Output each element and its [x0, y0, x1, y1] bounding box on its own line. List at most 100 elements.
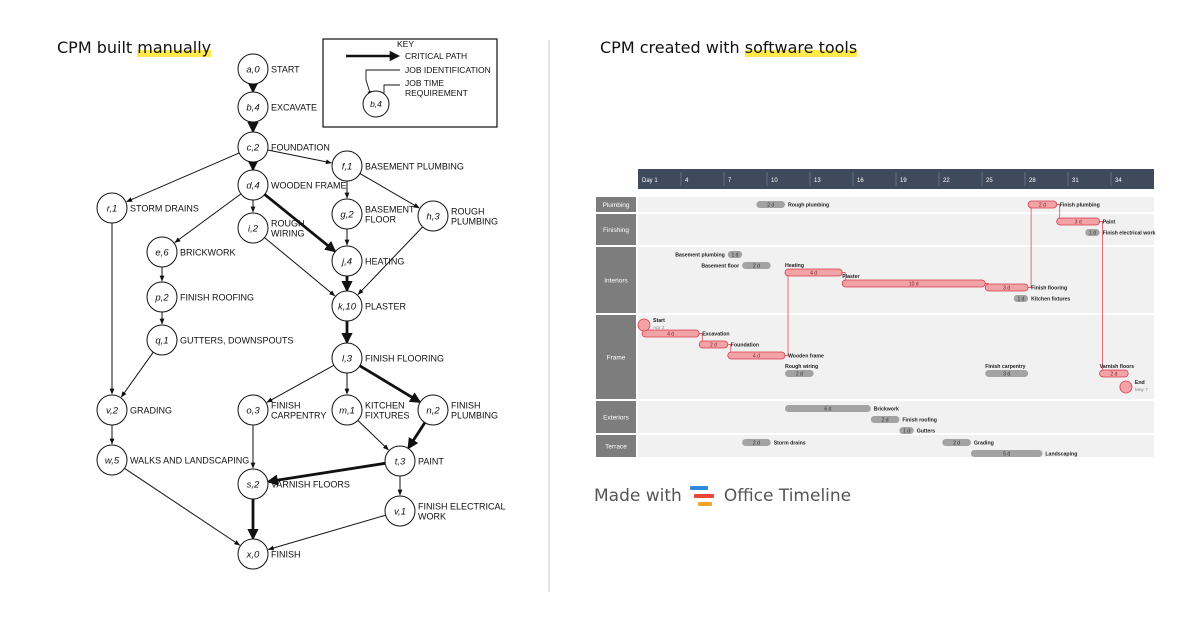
gantt-day-tick: 25: [986, 178, 993, 184]
node-circle: [146, 324, 178, 356]
gantt-day-tick: 16: [857, 178, 864, 184]
gantt-task-bar[interactable]: [985, 370, 1029, 377]
gantt-task-bar[interactable]: [970, 450, 1043, 457]
node-activity-label: FIXTURES: [365, 411, 410, 421]
gantt-critical-bar[interactable]: [1056, 217, 1101, 226]
gantt-task-bar[interactable]: [870, 416, 900, 423]
gantt-task-bar[interactable]: [756, 201, 785, 208]
gantt-task-name: Landscaping: [1045, 452, 1077, 458]
node-circle: [237, 169, 269, 201]
node-activity-label: KITCHEN: [365, 401, 405, 411]
gantt-task-name: Finish flooring: [1031, 286, 1067, 292]
gantt-critical-bar[interactable]: [784, 268, 843, 277]
gantt-task-name: Storm drains: [774, 441, 806, 447]
made-with-credit: Made with Office Timeline: [594, 486, 851, 506]
node-activity-label: STORM DRAINS: [130, 204, 199, 214]
gantt-task[interactable]: 6 d Brickwork: [785, 405, 899, 413]
gantt-critical-bar[interactable]: [1027, 200, 1058, 209]
gantt-lane-bg: [638, 315, 1154, 399]
node-activity-label: BASEMENT PLUMBING: [365, 162, 464, 172]
node-circle: [96, 444, 128, 476]
node-circle: [417, 394, 449, 426]
milestone-marker[interactable]: [1119, 380, 1133, 394]
gantt-day-tick: 10: [771, 178, 778, 184]
node-circle: [384, 445, 416, 477]
gantt-task-bar[interactable]: [785, 370, 814, 377]
node-activity-label: HEATING: [365, 257, 404, 267]
key-sample-node: b,4: [370, 99, 382, 109]
gantt-critical-bar[interactable]: [698, 340, 729, 349]
key-job-identification: JOB IDENTIFICATION: [405, 65, 491, 75]
gantt-task[interactable]: 5 d Landscaping: [970, 450, 1078, 458]
gantt-critical-bar[interactable]: [727, 351, 786, 360]
gantt-task-duration: 2 d: [796, 372, 803, 378]
gantt-task-bar[interactable]: [1085, 229, 1100, 236]
gantt-task-bar[interactable]: [899, 427, 914, 434]
gantt-critical-bar[interactable]: [1099, 369, 1129, 378]
gantt-task-bar[interactable]: [742, 439, 771, 446]
node-circle: [96, 192, 128, 224]
divider: [548, 40, 550, 592]
node-id-label: o,3: [246, 406, 260, 417]
gantt-task-bar[interactable]: [727, 251, 743, 258]
key-job-time-2: REQUIREMENT: [405, 88, 468, 98]
gantt-task-duration: 3 d: [1003, 372, 1010, 378]
key-critical-path: CRITICAL PATH: [405, 51, 467, 61]
gantt-task-bar[interactable]: [942, 439, 971, 446]
gantt-task-duration: 5 d: [1003, 452, 1010, 458]
node-activity-label: WORK: [418, 512, 446, 522]
gantt-critical-bar[interactable]: [641, 329, 700, 338]
gantt-task-name: Basement plumbing: [675, 253, 725, 259]
edge-d4-j4-critical: [263, 193, 337, 253]
gantt-task-bar[interactable]: [785, 405, 871, 412]
edge-d4-e6: [174, 193, 242, 243]
gantt-task-duration: 1 d: [1017, 297, 1024, 303]
gantt-lane-label-bg: [596, 315, 636, 399]
gantt-day-tick: 4: [685, 178, 689, 184]
gantt-lane-label: Terrace: [605, 444, 627, 451]
gantt-task-bar[interactable]: [742, 262, 771, 269]
gantt-task-duration: 6 d: [824, 407, 831, 413]
gantt-task-duration: 3 d: [1075, 220, 1082, 226]
gantt-critical-bar[interactable]: [984, 283, 1029, 292]
node-id-label: m,1: [339, 406, 355, 417]
edge-c2-r1: [126, 152, 240, 203]
node-id-label: q,1: [155, 336, 168, 347]
gantt-critical-bar[interactable]: [841, 279, 986, 288]
gantt-task-name: Excavation: [702, 332, 729, 338]
node-id-label: v,1: [394, 507, 406, 518]
gantt-task-bar[interactable]: [1013, 295, 1029, 302]
milestone-marker[interactable]: [637, 318, 651, 332]
gantt-task-name: Brickwork: [874, 407, 899, 413]
